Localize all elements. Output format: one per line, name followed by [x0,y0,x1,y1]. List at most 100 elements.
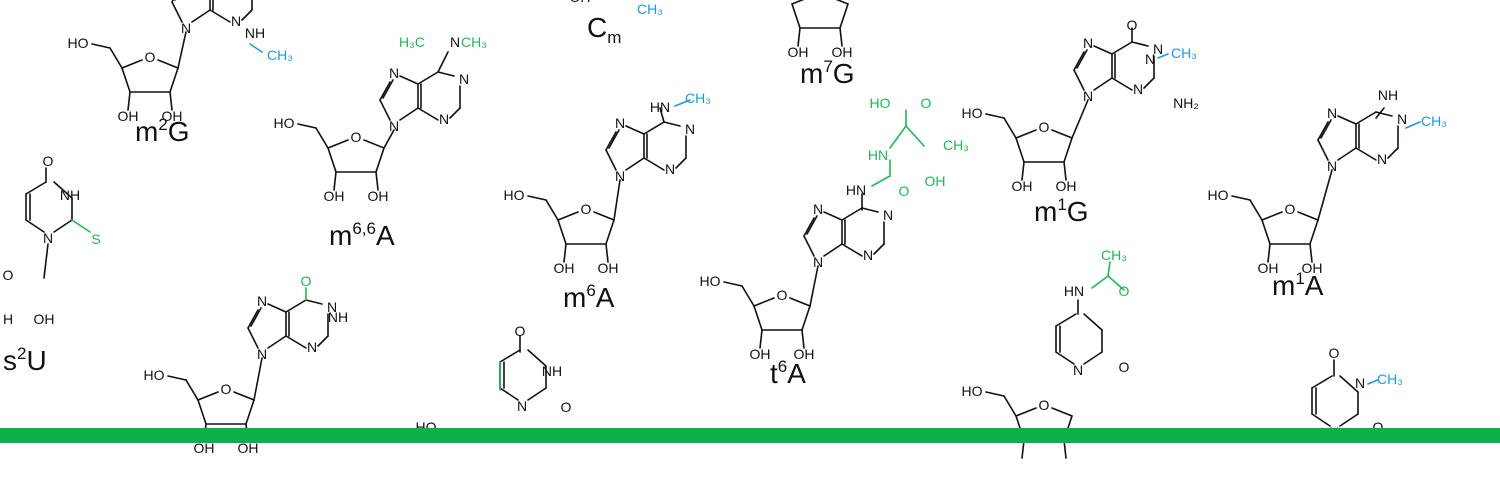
m2G-methyl: CH₃ [267,47,293,63]
bond [659,107,665,123]
bond [1003,117,1017,139]
label-m1G: m1G [1034,195,1089,227]
bond [499,349,521,363]
m66A-n1: N [459,71,469,87]
t6A-n9: N [813,254,823,270]
bond [759,329,763,349]
bond [91,43,111,49]
m1G-carbonyl-o: O [1127,17,1138,33]
m1G-ribose-3-hydroxyl: OH [1012,178,1033,194]
bond [593,211,615,221]
label-s2U: s2U [3,344,47,376]
s2U-sulfur: S [91,231,100,247]
m1G-n9: N [1083,88,1093,104]
inosine-carbonyl-o: O [301,273,312,289]
bond [191,9,211,23]
bond [563,243,567,263]
t6A-n7: N [813,201,823,217]
ac4C-acetyl-co [1107,275,1125,291]
bond [791,3,801,29]
m7G-ribose-ring-oxygen: O [815,0,826,1]
bond [417,107,439,121]
inosine-n7: N [257,293,267,309]
bond [605,219,615,245]
s2U-thio-bond [71,219,91,233]
Cm-hydroxyl: OH [570,0,591,5]
bond [1355,111,1377,125]
bond [53,181,73,199]
ac4C-hn: HN [1064,283,1084,299]
bond [327,147,337,173]
m1A-ribose-5-hydroxyl: HO [1208,187,1229,203]
bond [1015,407,1037,417]
bond [305,299,323,305]
inosine-n3: N [307,339,317,355]
bond [247,327,259,349]
m7G-ribose-2-hydroxyl: OH [832,44,853,60]
t6A-n1: N [883,207,893,223]
bond [1337,147,1357,161]
bond [1309,243,1313,263]
bond [1003,395,1017,417]
label-Cm: Cm [587,12,622,47]
m1G-n1: N [1145,51,1155,67]
bond [197,391,219,401]
m2G-methyl-bond [249,43,263,53]
inosine-n9: N [257,346,267,362]
m1G-amino: NH₂ [1173,95,1199,111]
m3U-methyl: CH₃ [1377,371,1403,387]
bond [823,211,843,221]
bond [809,265,819,307]
dhU-n1: N [517,398,527,414]
m66A-n3: N [439,111,449,127]
bond [861,207,879,213]
bond [625,125,645,135]
bond [157,59,179,69]
bond [297,123,317,129]
m2G-ribose-5-hydroxyl: HO [68,35,89,51]
inosine-ribose-2-hydroxyl: OH [238,440,259,456]
bond [121,59,143,69]
m66A-ribose-5-hydroxyl: HO [274,115,295,131]
m1G-n1: N [1153,41,1163,57]
m3U-n3: N [1355,375,1365,391]
bond [643,157,665,171]
m6A-methyl: CH₃ [685,90,711,106]
bond [245,399,255,425]
dhU-carbonyl-o: O [515,323,526,339]
bond [1021,439,1025,459]
bond [1055,313,1077,327]
m1G-ribose-ring-oxygen: O [1039,119,1050,135]
m2G-n3: N [231,13,241,29]
t6A-acid-ho: HO [870,95,891,111]
bond [1051,129,1073,139]
m66A-n9: N [389,118,399,134]
bond [25,181,47,195]
bond [675,157,687,169]
label-t6A: t6A [770,357,806,389]
bond [197,399,207,425]
bond [527,349,547,367]
bond [1073,69,1085,91]
bond [1309,219,1319,245]
bond [333,171,337,191]
bond [803,235,815,257]
bond [839,27,843,47]
bond [613,179,621,221]
bond [399,75,419,85]
t6A-alpha [889,125,907,149]
bond [1311,413,1331,427]
t6A-beta-oh: OH [925,173,946,189]
bond [835,0,849,5]
bond [177,31,187,69]
label-m66A: m6,6A [329,219,395,251]
bond [185,379,199,401]
bond [789,297,811,307]
inosine-ribose-3-hydroxyl: OH [194,440,215,456]
bond [285,299,307,313]
ac4C-acetyl-bond [1091,275,1109,289]
m6A-n9: N [615,168,625,184]
m1A-methyl-bond [1405,121,1421,129]
m2G-n9: N [181,20,191,36]
